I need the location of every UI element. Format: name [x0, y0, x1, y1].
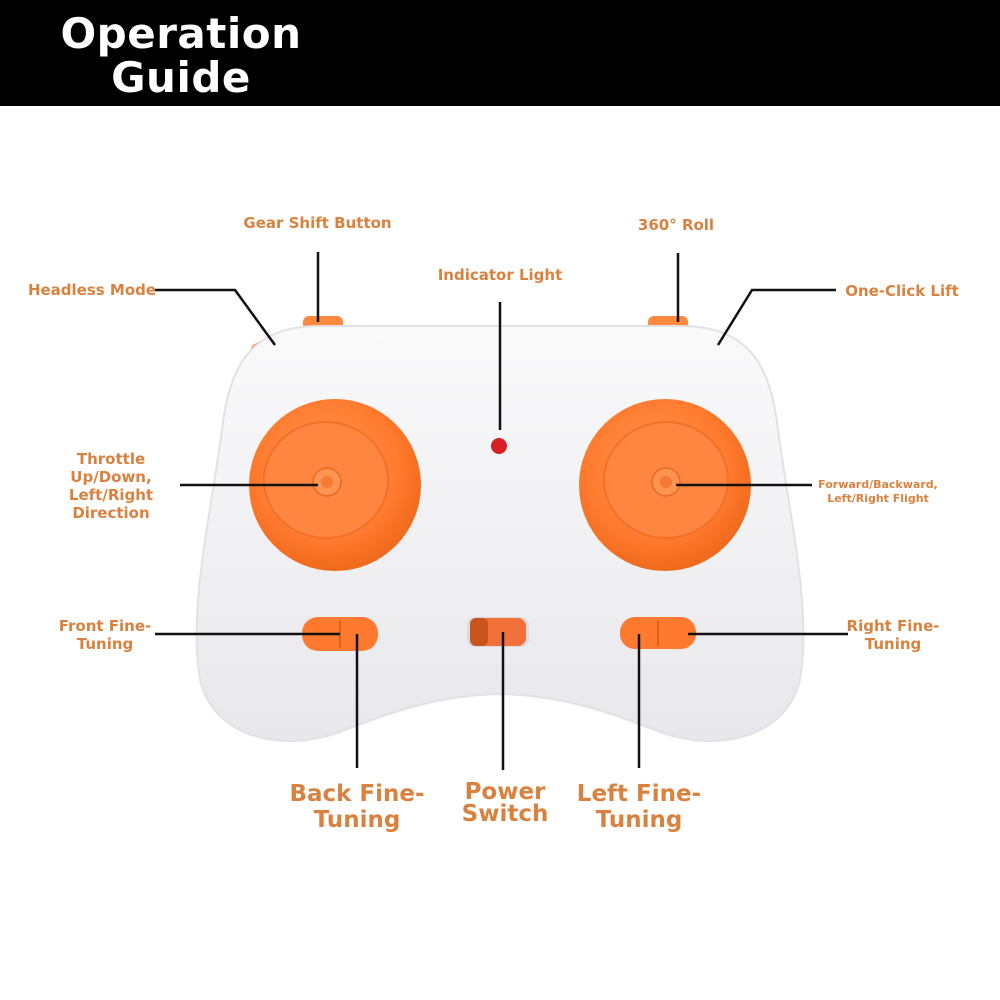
right-fine-tune-rocker[interactable]	[620, 617, 696, 649]
back-fine-tuning-label: Back Fine-Tuning	[289, 781, 425, 833]
roll-360-label: 360° Roll	[637, 216, 715, 234]
gear-shift-label: Gear Shift Button	[243, 214, 392, 232]
headless-mode-label: Headless Mode	[27, 281, 157, 299]
power-switch-label: Power Switch	[461, 779, 549, 827]
forward-backward-label: Forward/Backward, Left/Right Flight	[818, 478, 938, 505]
header-bar	[0, 0, 1000, 106]
left-joystick[interactable]	[249, 399, 421, 571]
one-click-lift-label: One-Click Lift	[845, 282, 959, 300]
left-fine-tuning-label: Left Fine-Tuning	[576, 781, 702, 833]
power-switch-slider[interactable]	[467, 617, 529, 647]
front-fine-tuning-label: Front Fine-Tuning	[58, 617, 152, 653]
indicator-light	[491, 438, 507, 454]
throttle-label: Throttle Up/Down, Left/Right Direction	[68, 450, 154, 522]
right-joystick[interactable]	[579, 399, 751, 571]
indicator-light-label: Indicator Light	[437, 266, 563, 284]
leader-lines	[155, 252, 848, 770]
page-title: Operation Guide	[60, 9, 302, 102]
right-fine-tuning-label: Right Fine-Tuning	[846, 617, 940, 653]
